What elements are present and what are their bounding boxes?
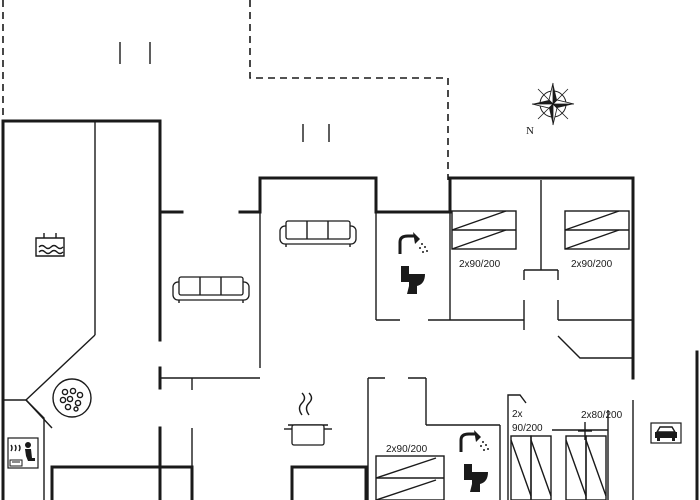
bed-room-5: 2x80/200 (565, 410, 623, 500)
shower-icon (459, 430, 489, 452)
shower-icon (398, 232, 428, 254)
sofa-icon (172, 276, 250, 303)
sauna-icon (7, 437, 39, 469)
bed-size-label: 2x90/200 (571, 259, 613, 270)
car-icon (650, 422, 682, 444)
terrace-outline (2, 0, 449, 180)
bed-room-3: 2x90/200 (375, 444, 445, 500)
door-marks (119, 42, 330, 142)
bed-size-label: 2x90/200 (386, 444, 428, 455)
interior-walls (3, 121, 634, 500)
compass-icon (531, 82, 575, 126)
toilet-icon (401, 266, 425, 294)
bed-size-label: 90/200 (512, 423, 543, 434)
bed-room-1: 2x90/200 (451, 210, 517, 270)
sofa-icon (279, 220, 357, 247)
toilet-icon (464, 464, 488, 492)
bed-room-2: 2x90/200 (564, 210, 630, 270)
whirlpool-icon (52, 378, 92, 418)
compass-north-label: N (526, 125, 534, 137)
bed-room-4: 2x 90/200 (510, 409, 552, 500)
pool-icon (35, 233, 65, 257)
walls (1, 119, 699, 500)
kitchen-icon (284, 392, 332, 446)
bed-size-label: 2x (512, 409, 523, 420)
bed-size-label: 2x90/200 (459, 259, 501, 270)
bed-size-label: 2x80/200 (581, 410, 623, 421)
